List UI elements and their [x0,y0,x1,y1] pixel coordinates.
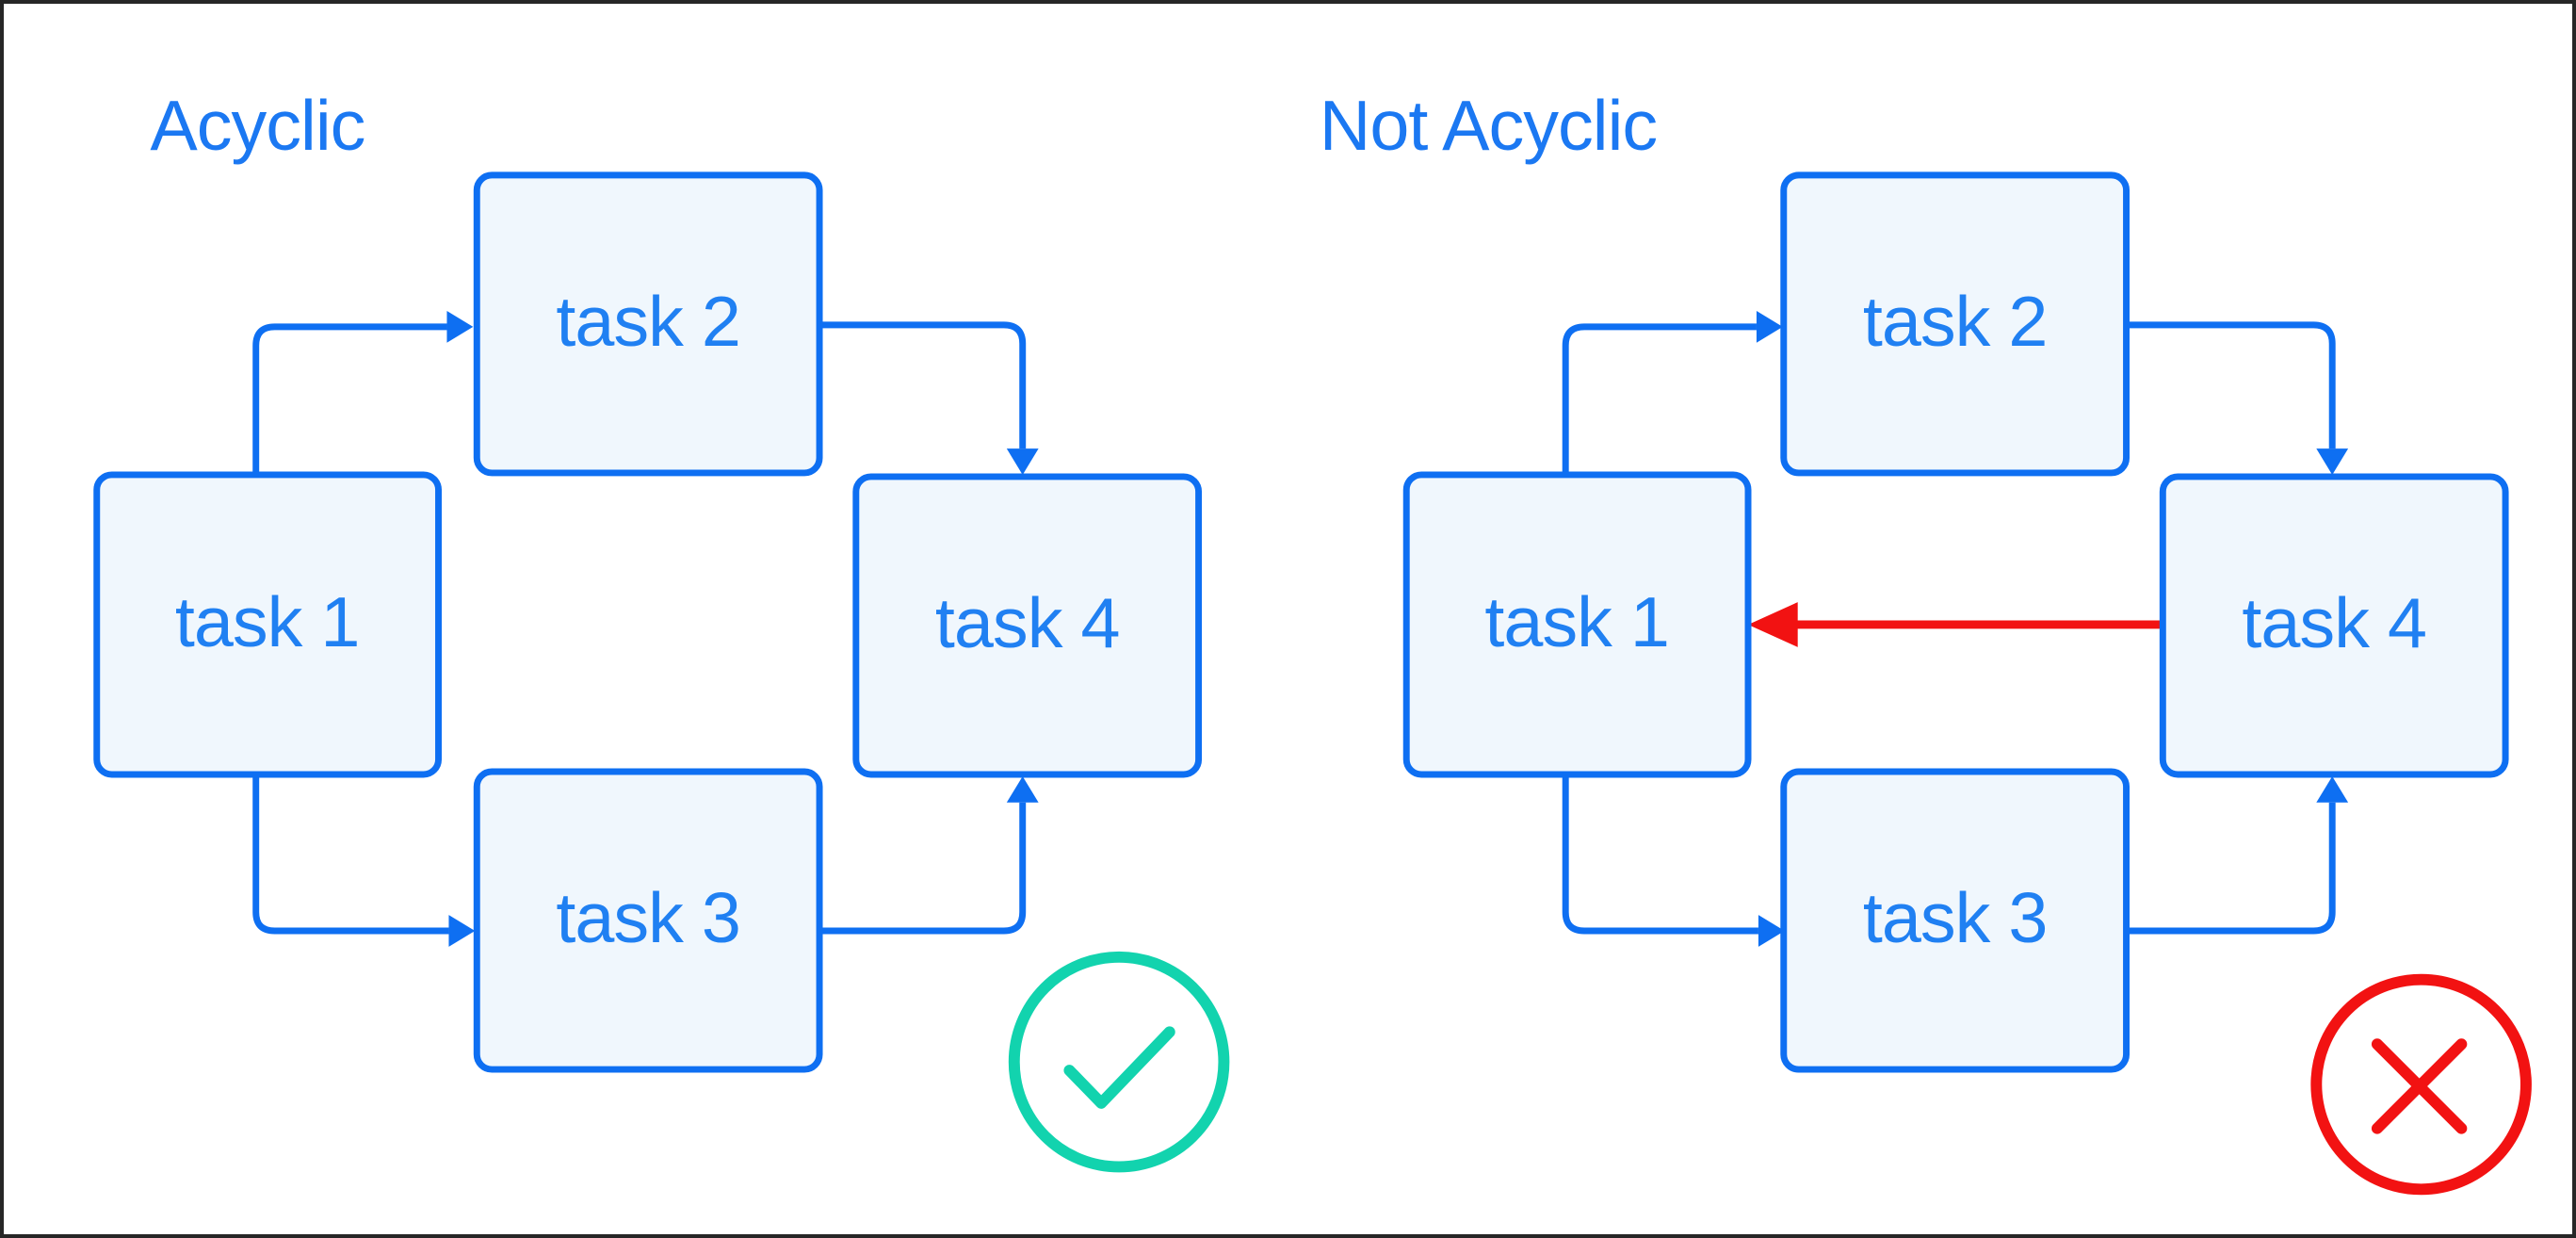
node-label: task 1 [1484,583,1669,662]
node-box [1780,171,2130,477]
arrowhead-down-icon [1006,448,1039,475]
check-mark [1063,1026,1175,1109]
arrowhead-up-icon [2316,775,2349,803]
node-task4: task 4 [2159,473,2509,778]
arrowhead-right-icon [448,915,476,947]
node-label: task 1 [175,583,360,662]
edge-line [819,321,1027,449]
node-task1: task 1 [93,471,443,778]
node-task3: task 3 [473,768,823,1073]
node-box [93,471,443,778]
node-label: task 2 [556,283,740,362]
node-box [473,171,823,477]
edge-line [2126,321,2336,449]
node-task2: task 2 [473,171,823,477]
node-box [473,768,823,1073]
arrowhead-down-icon [2316,448,2349,475]
circle-outline [1008,951,1230,1173]
check-circle-icon [1008,951,1230,1173]
node-box [1780,768,2130,1073]
node-label: task 3 [1863,879,2048,958]
panel-not-acyclic: Not Acyclic [1320,87,2532,1196]
x-circle-icon [2310,973,2532,1196]
node-task3: task 3 [1780,768,2130,1073]
arrowhead-right-icon [446,311,474,343]
edge-line [2126,802,2336,935]
edge-line [1562,774,1758,935]
edge-line [1562,323,1757,475]
panel-acyclic: Acyclic [93,87,1230,1173]
node-label: task 2 [1863,283,2048,362]
edge-line [819,802,1027,935]
dag-comparison-diagram: Acyclic [93,87,2532,1196]
node-task4: task 4 [852,473,1203,778]
edge-task4-task1-cycle [1748,602,2163,647]
node-task1: task 1 [1402,471,1752,778]
edge-task1-task3 [1562,774,1785,947]
panel-title: Not Acyclic [1320,87,1657,166]
edge-task1-task2 [252,311,474,475]
node-label: task 4 [935,584,1120,663]
edge-task2-task4 [819,321,1039,475]
edge-line [252,323,447,475]
circle-outline [2310,973,2532,1196]
arrowhead-up-icon [1006,775,1039,803]
arrowhead-left-icon [1748,602,1798,647]
arrowhead-right-icon [1758,915,1785,947]
arrowhead-right-icon [1756,311,1783,343]
panel-title: Acyclic [150,87,365,166]
edge-line [252,774,449,935]
edge-task3-task4 [819,775,1039,935]
node-task2: task 2 [1780,171,2130,477]
node-box [2159,473,2509,778]
node-label: task 4 [2242,584,2426,663]
edge-task1-task2 [1562,311,1783,475]
edge-task2-task4 [2126,321,2349,475]
edge-task3-task4 [2126,775,2349,935]
node-label: task 3 [556,879,740,958]
node-box [852,473,1203,778]
x-mark [2371,1038,2468,1134]
edge-task1-task3 [252,774,476,947]
node-box [1402,471,1752,778]
